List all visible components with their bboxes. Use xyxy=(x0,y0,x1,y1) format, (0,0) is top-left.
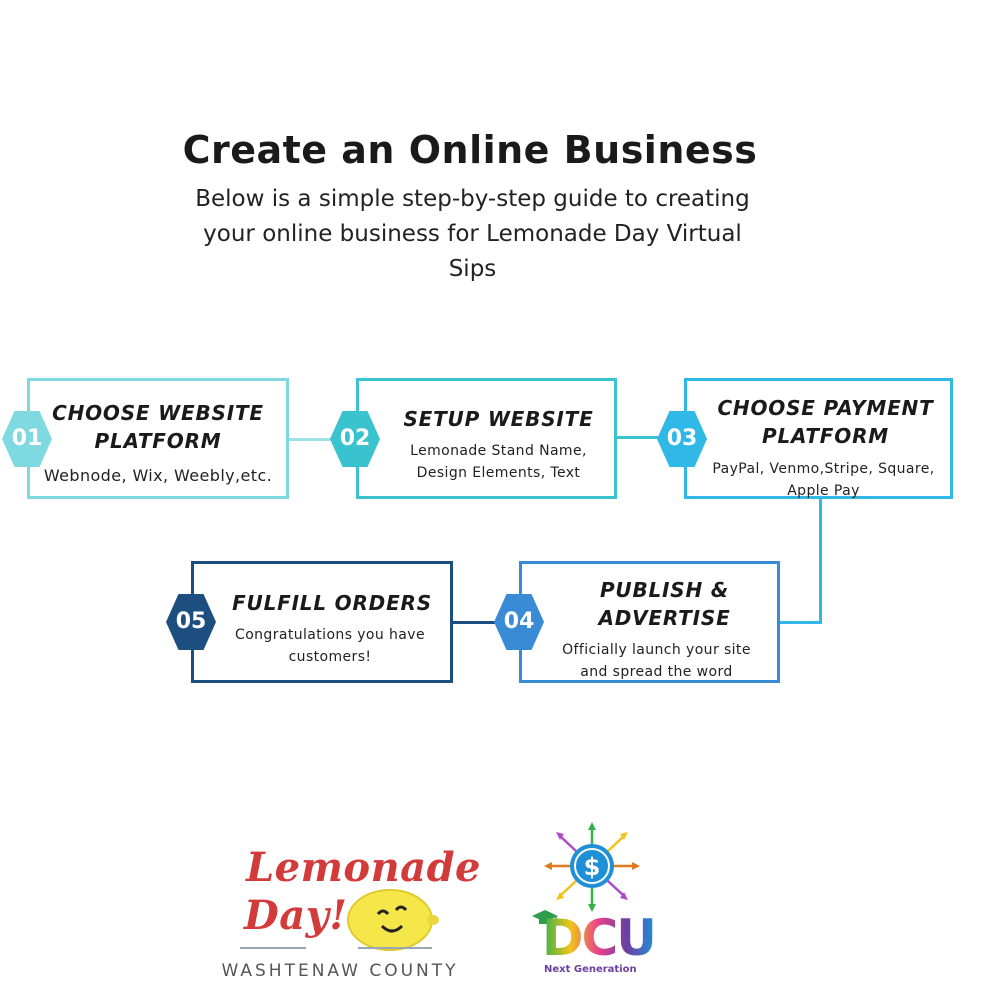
step-02-number-badge: 02 xyxy=(330,411,380,467)
page-subtitle: Below is a simple step-by-step guide to … xyxy=(195,186,750,282)
dcu-logo-letters: DCU xyxy=(542,909,657,967)
connector-02-03 xyxy=(616,436,686,439)
step-04-box: PUBLISH & ADVERTISE Officially launch yo… xyxy=(519,561,780,683)
step-01-number-badge: 01 xyxy=(2,411,52,467)
connector-01-02 xyxy=(288,438,358,441)
step-03-title: CHOOSE PAYMENT PLATFORM xyxy=(717,396,934,448)
svg-text:$: $ xyxy=(584,853,601,881)
step-02-title: SETUP WEBSITE xyxy=(403,407,594,431)
lemon-mascot-icon xyxy=(240,889,439,951)
page-title: Create an Online Business xyxy=(182,128,758,172)
step-05-desc: Congratulations you have customers! xyxy=(235,627,425,665)
lemonade-day-location: WASHTENAW COUNTY xyxy=(221,961,459,981)
dcu-logo: $ DCU Next Generation xyxy=(528,822,657,982)
step-05-box: FULFILL ORDERS Congratulations you have … xyxy=(191,561,453,683)
lemonade-day-logo-word-1: Lemonade xyxy=(246,844,481,891)
graduation-cap-icon xyxy=(532,910,558,926)
dcu-logo-subtitle: Next Generation xyxy=(544,964,637,975)
step-03-box: CHOOSE PAYMENT PLATFORM PayPal, Venmo,St… xyxy=(684,378,953,499)
step-02-desc: Lemonade Stand Name, Design Elements, Te… xyxy=(410,443,587,481)
step-01-title: CHOOSE WEBSITE PLATFORM xyxy=(52,401,264,453)
step-01-desc: Webnode, Wix, Weebly,etc. xyxy=(43,466,273,485)
step-05-title: FULFILL ORDERS xyxy=(232,591,432,615)
connector-03-04-horizontal xyxy=(778,621,822,624)
step-01-box: CHOOSE WEBSITE PLATFORM Webnode, Wix, We… xyxy=(27,378,289,499)
connector-03-04-vertical xyxy=(819,498,822,624)
step-02-box: SETUP WEBSITE Lemonade Stand Name, Desig… xyxy=(356,378,617,499)
dollar-burst-icon: $ xyxy=(544,822,640,912)
lemonade-day-logo: Lemonade Day! WASHTENAW COUNTY xyxy=(218,844,480,981)
lemonade-day-logo-word-2: Day! xyxy=(244,892,348,939)
step-04-title: PUBLISH & ADVERTISE xyxy=(598,578,731,630)
step-04-desc: Officially launch your site and spread t… xyxy=(562,642,751,680)
connector-04-05 xyxy=(452,621,522,624)
step-03-desc: PayPal, Venmo,Stripe, Square, Apple Pay xyxy=(712,461,935,499)
